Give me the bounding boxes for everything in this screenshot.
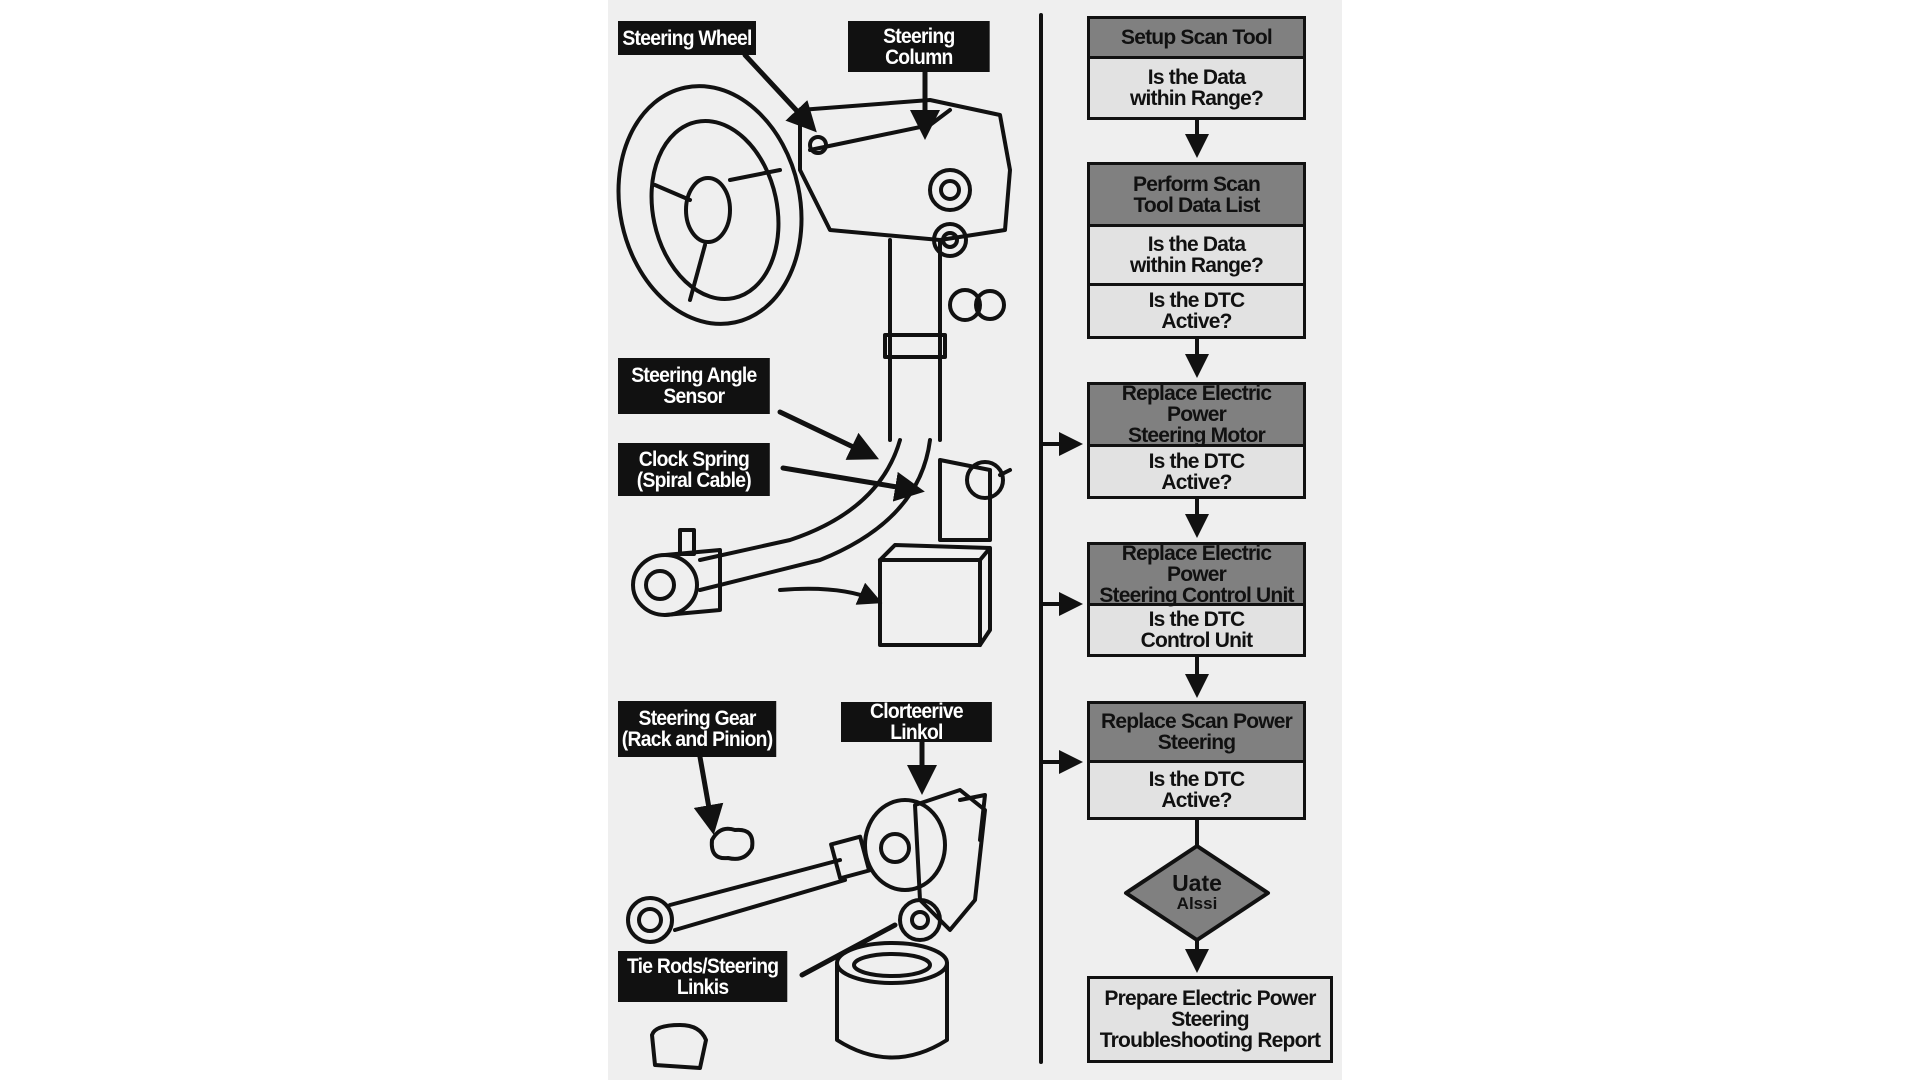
header-line: Replace Electric Power	[1121, 382, 1272, 426]
label-text: Linkis	[676, 975, 729, 999]
flow-step-header: Setup Scan Tool	[1090, 19, 1303, 59]
question-line: within Range?	[1129, 87, 1264, 110]
linkage-drawing	[626, 788, 987, 1070]
question-line: Is the Data	[1147, 233, 1246, 256]
label-clock-spring: Clock Spring(Spiral Cable)	[618, 443, 770, 496]
header-line: Perform Scan	[1133, 172, 1261, 196]
question-line: Is the DTC	[1148, 449, 1246, 473]
final-line: Steering	[1171, 1008, 1249, 1031]
rack-drawing	[631, 528, 992, 647]
label-text: Tie Rods/Steering	[626, 954, 779, 978]
decision-text-2: Alssi	[1176, 894, 1218, 913]
header-line: Replace Electric Power	[1121, 541, 1272, 586]
question-line: Is the DTC	[1148, 608, 1246, 631]
question-line: Control Unit	[1140, 629, 1254, 652]
flowchart-connectors	[1039, 13, 1209, 1064]
header-line: Replace Scan Power	[1100, 710, 1293, 733]
header-line: Tool Data List	[1133, 193, 1260, 217]
label-text: Steering Gear	[638, 707, 757, 730]
label-text: Column	[885, 45, 953, 69]
label-text: Clock Spring	[638, 447, 750, 471]
steering-column-drawing	[698, 98, 1012, 592]
label-arrows	[693, 52, 940, 978]
label-text: Sensor	[663, 385, 725, 408]
label-text: Clorteerive Linkol	[870, 700, 964, 744]
label-text: Steering Angle	[631, 364, 757, 387]
final-line: Prepare Electric Power	[1104, 987, 1316, 1010]
question-line: Is the DTC	[1148, 768, 1246, 791]
label-linkol: Clorteerive Linkol	[841, 700, 992, 744]
question-line: Is the DTC	[1148, 289, 1246, 312]
label-text: (Rack and Pinion)	[621, 728, 773, 751]
header-line: Steering	[1157, 731, 1236, 754]
header-line: Steering Motor	[1128, 424, 1266, 447]
steering-wheel-drawing	[616, 84, 804, 326]
label-steering-wheel: Steering Wheel	[618, 21, 756, 55]
question-line: Active?	[1161, 470, 1232, 494]
question-line: Is the Data	[1147, 66, 1246, 89]
decision-text-1: Uate	[1172, 870, 1222, 896]
label-steering-gear: Steering Gear(Rack and Pinion)	[618, 701, 777, 757]
final-line: Troubleshooting Report	[1099, 1029, 1321, 1052]
header-line: Steering Control Unit	[1099, 583, 1294, 607]
label-text: (Spiral Cable)	[636, 468, 752, 492]
label-text: Steering	[883, 24, 955, 48]
question-line: Active?	[1161, 789, 1232, 812]
decision-diamond	[1124, 844, 1270, 942]
label-text: Steering Wheel	[622, 26, 752, 50]
question-line: Active?	[1161, 310, 1232, 333]
question-line: within Range?	[1129, 254, 1264, 277]
